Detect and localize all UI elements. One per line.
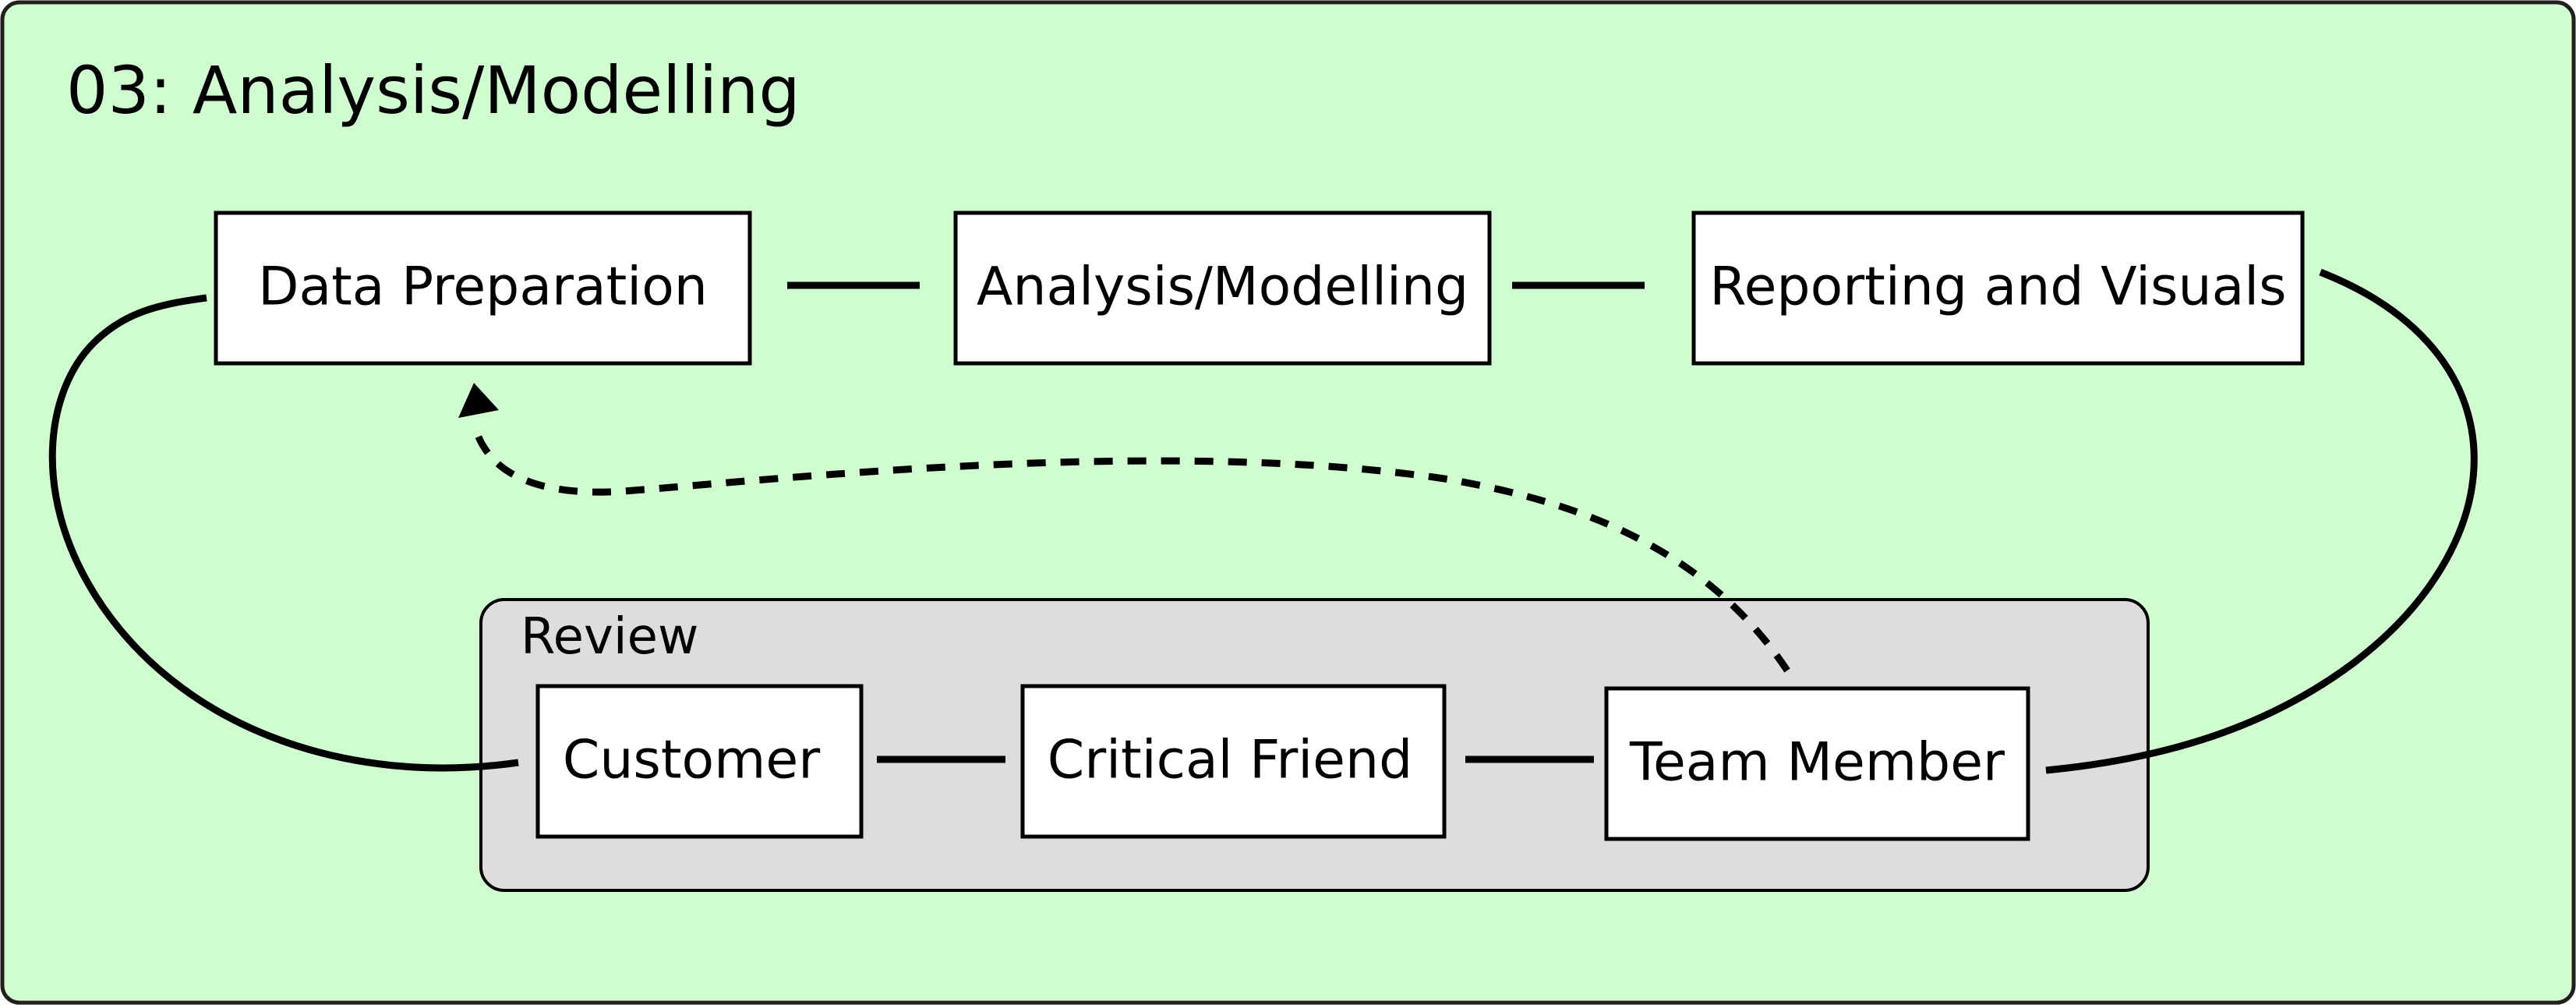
review-group-label: Review	[521, 608, 698, 666]
edge-team-member-to-data-prep-dashed	[472, 427, 1790, 673]
edge-reporting-to-team-member	[2045, 268, 2478, 774]
node-label: Data Preparation	[258, 257, 708, 318]
node-label: Critical Friend	[1048, 730, 1413, 791]
node-label: Reporting and Visuals	[1709, 257, 2286, 318]
node-label: Team Member	[1629, 732, 2005, 794]
node-critical-friend: Critical Friend	[1020, 684, 1447, 839]
node-data-preparation: Data Preparation	[214, 211, 752, 366]
node-customer: Customer	[535, 684, 864, 839]
node-analysis-modelling: Analysis/Modelling	[953, 211, 1492, 366]
node-reporting-visuals: Reporting and Visuals	[1691, 211, 2305, 366]
edge-customer-to-data-prep	[48, 294, 519, 772]
diagram-title: 03: Analysis/Modelling	[66, 52, 800, 129]
node-team-member: Team Member	[1604, 686, 2030, 841]
arrowhead-dashed	[458, 383, 499, 418]
node-label: Customer	[563, 730, 820, 791]
node-label: Analysis/Modelling	[977, 257, 1468, 318]
